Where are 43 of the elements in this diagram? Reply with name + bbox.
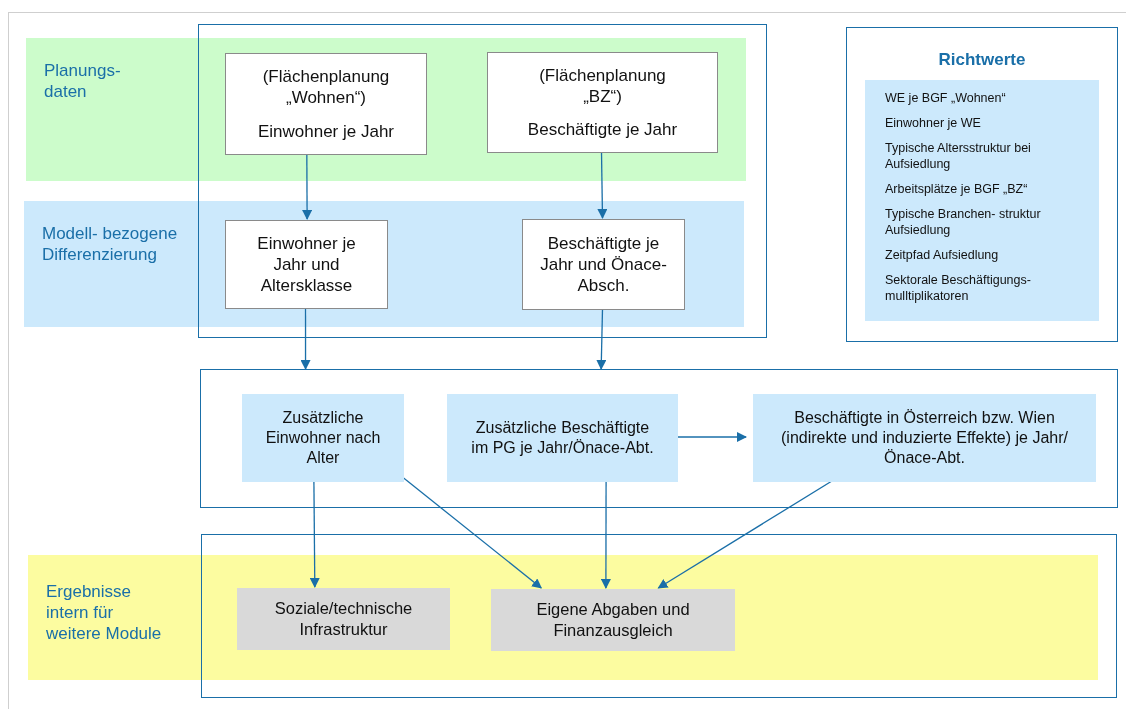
- guideline-item: Sektorale Beschäftigungs- mulltiplikatoren: [885, 272, 1032, 304]
- process-box: [447, 394, 678, 482]
- band-label: Modell- bezogene Differenzierung: [42, 223, 192, 265]
- group-frame: [200, 369, 1118, 508]
- arrow: [596, 308, 607, 370]
- box-text: Beschäftigte je Jahr: [527, 119, 678, 141]
- box-text: Zusätzliche Einwohner nach Alter: [264, 408, 382, 468]
- band-label: Ergebnisse intern für weitere Module: [46, 581, 171, 644]
- box-text: Einwohner je Jahr und Altersklasse: [256, 232, 357, 297]
- guideline-item: WE je BGF „Wohnen“: [885, 90, 1007, 106]
- process-box: [522, 219, 685, 310]
- process-box: [487, 52, 718, 153]
- arrow: [309, 480, 320, 588]
- arrow: [300, 307, 311, 370]
- band-label: Planungs- daten: [44, 60, 144, 102]
- result-box: [237, 588, 450, 650]
- guideline-item: Zeitpfad Aufsiedlung: [885, 247, 1000, 263]
- box-text: Soziale/technische Infrastruktur: [273, 598, 414, 640]
- arrow: [600, 480, 611, 589]
- process-box: [225, 53, 427, 155]
- guideline-item: Einwohner je WE: [885, 115, 982, 131]
- box-text: Zusätzliche Beschäftigte im PG je Jahr/Önace-Abt.: [470, 418, 655, 458]
- guideline-item: Typische Altersstruktur bei Aufsiedlung: [885, 140, 1032, 172]
- process-box: [753, 394, 1096, 482]
- arrow: [657, 480, 833, 589]
- group-frame: [201, 534, 1117, 698]
- group-frame: [198, 24, 767, 338]
- box-text: Beschäftigte je Jahr und Önace-Absch.: [539, 232, 668, 297]
- arrow: [302, 153, 313, 220]
- result-box: [491, 589, 735, 651]
- guideline-item: Typische Branchen- struktur Aufsiedlung: [885, 206, 1042, 238]
- guideline-panel: [865, 80, 1099, 321]
- guideline-item: Arbeitsplätze je BGF „BZ“: [885, 181, 1029, 197]
- box-text: Einwohner je Jahr: [257, 120, 395, 142]
- process-box: [242, 394, 404, 482]
- arrow: [597, 151, 608, 219]
- group-frame: [846, 27, 1118, 342]
- box-text: Beschäftigte in Österreich bzw. Wien (indirekte und induzierte Effekte) je Jahr/Önace-Abt.: [780, 408, 1069, 468]
- box-text: (Flächenplanung „BZ“): [538, 64, 667, 108]
- panel-title: Richtwerte: [937, 50, 1027, 70]
- box-text: Eigene Abgaben und Finanzausgleich: [535, 599, 691, 641]
- process-box: [225, 220, 388, 309]
- box-text: (Flächenplanung „Wohnen“): [261, 66, 391, 109]
